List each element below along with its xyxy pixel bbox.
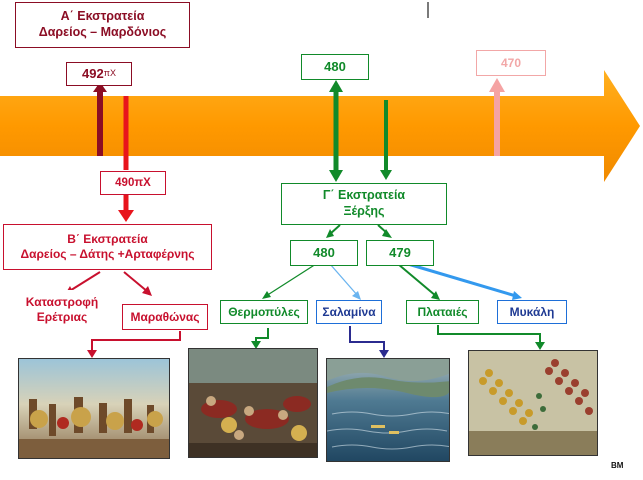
salamis-box: Σαλαμίνα [316, 300, 382, 324]
author-credit: BM [611, 461, 624, 470]
campaign-b-box: Β΄ Εκστρατεία Δαρείος – Δάτης +Αρταφέρνη… [3, 224, 212, 270]
campaign-b-leaders: Δαρείος – Δάτης +Αρταφέρνης [20, 247, 195, 261]
marathon-battle-image [18, 358, 170, 459]
year-480-box: 480 [290, 240, 358, 266]
salamis-label: Σαλαμίνα [322, 304, 376, 319]
year-490-label: 490πΧ [115, 176, 151, 189]
campaign-c-box: Γ΄ Εκστρατεία Ξέρξης [281, 183, 447, 225]
campaign-a-box: Α΄ Εκστρατεία Δαρείος – Μαρδόνιος [15, 2, 190, 48]
timeline-arrow [0, 70, 640, 182]
year-479-box: 479 [366, 240, 434, 266]
year-492-suffix: πΧ [103, 68, 116, 79]
eretria-label: Καταστροφή Ερέτριας [16, 290, 108, 330]
marathon-box: Μαραθώνας [122, 304, 208, 330]
plataea-box: Πλαταιές [406, 300, 479, 324]
thermopylae-label: Θερμοπύλες [228, 304, 300, 319]
year-490-box: 490πΧ [100, 171, 166, 195]
campaign-a-leaders: Δαρείος – Μαρδόνιος [38, 25, 167, 39]
year-480-top-box: 480 [301, 54, 369, 80]
marathon-label: Μαραθώνας [130, 309, 200, 324]
plataea-label: Πλαταιές [417, 304, 468, 319]
mycale-box: Μυκάλη [497, 300, 567, 324]
year-492-number: 492 [82, 65, 104, 81]
year-470-box: 470 [476, 50, 546, 76]
year-470-label: 470 [500, 55, 522, 70]
plataea-battle-image [468, 350, 598, 456]
mycale-label: Μυκάλη [509, 304, 555, 319]
year-479-label: 479 [389, 244, 411, 260]
year-480-label: 480 [313, 244, 335, 260]
thermopylae-battle-image [188, 348, 318, 458]
campaign-c-leader: Ξέρξης [343, 204, 385, 218]
thermopylae-box: Θερμοπύλες [220, 300, 308, 324]
campaign-b-title: Β΄ Εκστρατεία [67, 232, 148, 246]
campaign-a-title: Α΄ Εκστρατεία [60, 9, 145, 24]
campaign-c-title: Γ΄ Εκστρατεία [322, 188, 406, 203]
year-480-top-label: 480 [324, 58, 346, 74]
salamis-battle-image [326, 358, 450, 462]
